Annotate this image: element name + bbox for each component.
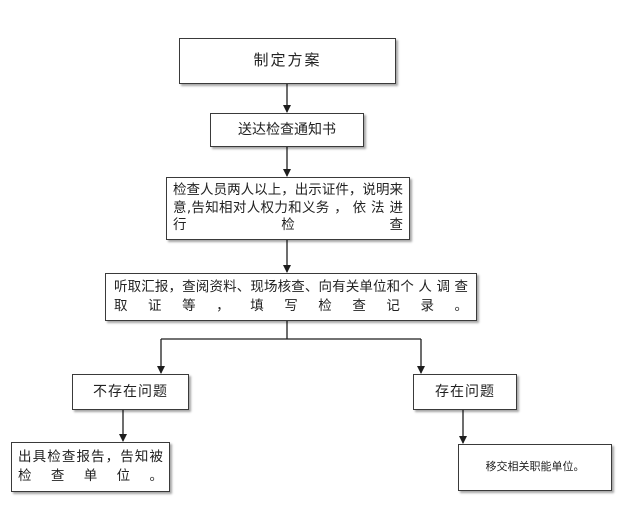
step-transfer-to-department-label: 移交相关职能单位。 <box>485 460 585 474</box>
step-transfer-to-department: 移交相关职能单位。 <box>458 444 612 491</box>
step-deliver-notice-label: 送达检查通知书 <box>238 121 336 138</box>
step-collect-evidence: 听取汇报，查阅资料、现场核查、向有关单位和个 人 调 查 取 证 等 ， 填 写… <box>105 273 477 321</box>
step-no-problem: 不存在问题 <box>72 374 189 410</box>
step-problem-found: 存在问题 <box>413 374 517 410</box>
step-issue-report: 出具检查报告，告知被检查单位。 <box>11 442 170 492</box>
step-no-problem-label: 不存在问题 <box>93 383 168 400</box>
step-collect-evidence-label: 听取汇报，查阅资料、现场核查、向有关单位和个 人 调 查 取 证 等 ， 填 写… <box>114 279 468 314</box>
step-deliver-notice: 送达检查通知书 <box>210 113 364 147</box>
step-problem-found-label: 存在问题 <box>435 383 495 400</box>
step-make-plan-label: 制定方案 <box>253 51 322 70</box>
step-conduct-inspection-label: 检查人员两人以上，出示证件，说明来意,告知相对人权力和义务 ， 依 法 进 行 … <box>173 181 403 234</box>
step-issue-report-label: 出具检查报告，告知被检查单位。 <box>18 449 163 484</box>
step-make-plan: 制定方案 <box>179 38 396 84</box>
step-conduct-inspection: 检查人员两人以上，出示证件，说明来意,告知相对人权力和义务 ， 依 法 进 行 … <box>166 177 410 240</box>
